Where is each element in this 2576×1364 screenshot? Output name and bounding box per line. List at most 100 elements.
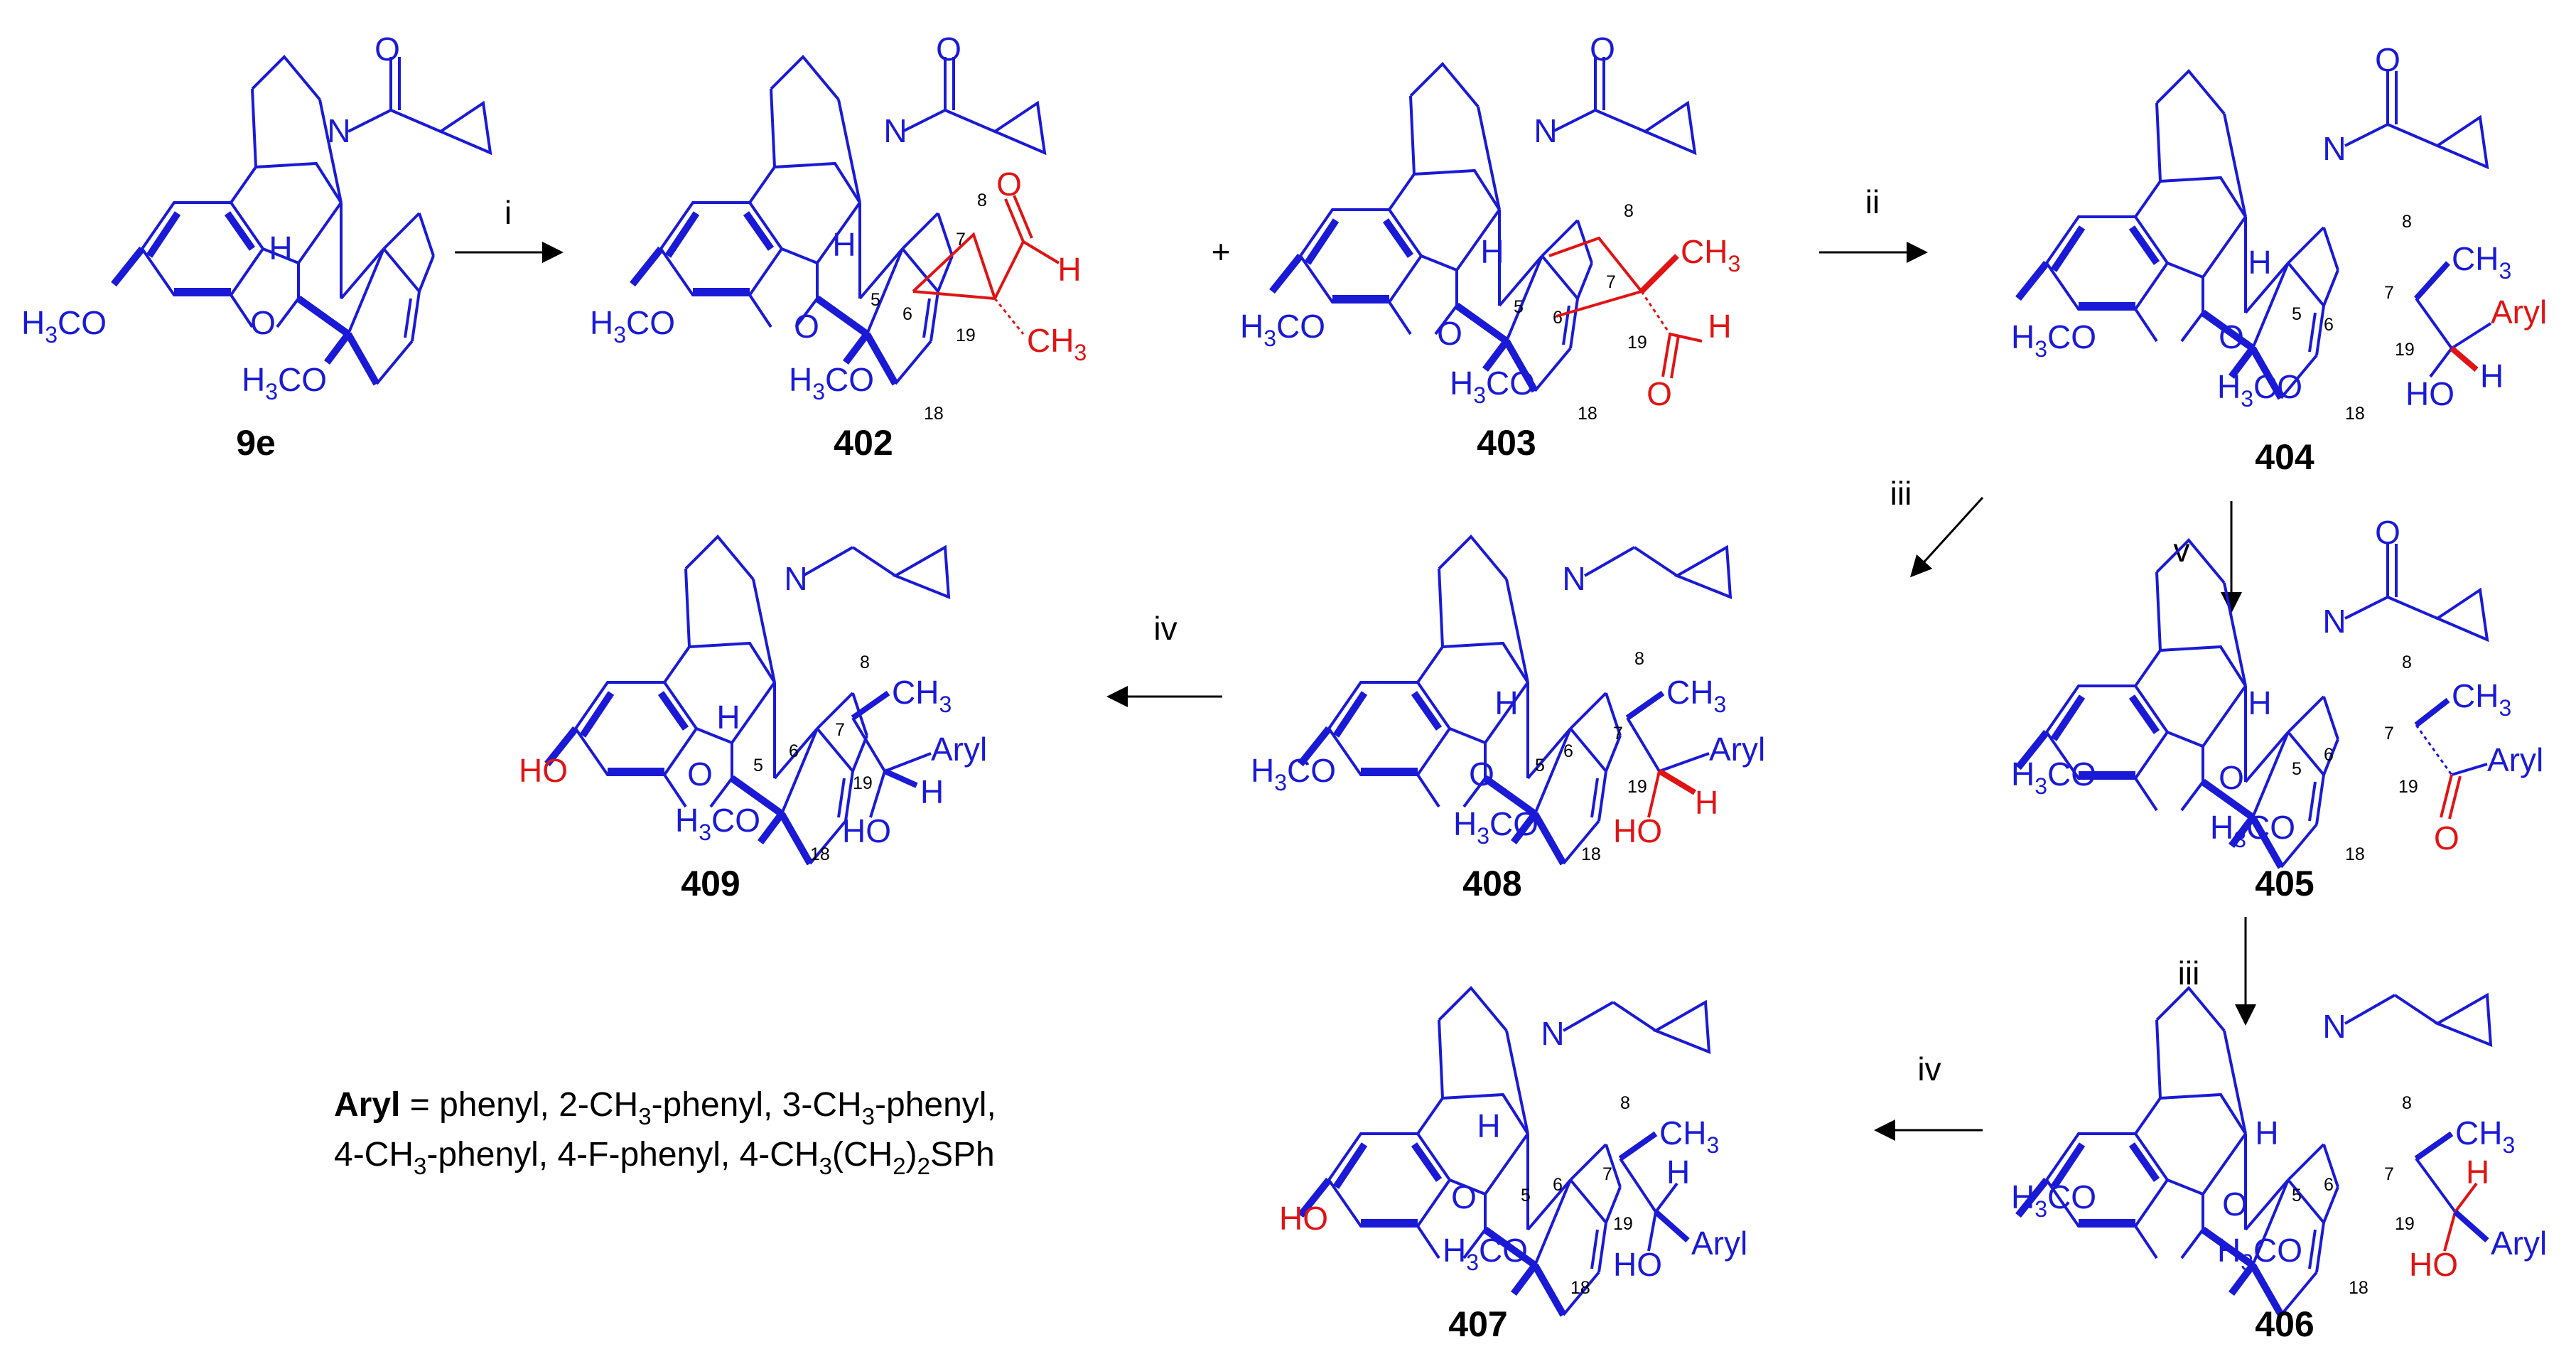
compound-label-403: 403 [1477,423,1536,463]
atom-h-406: H [2255,1115,2278,1151]
atom-n-402: N [883,112,907,149]
atom-o-bridge-405: O [2219,759,2244,796]
compound-label-409: 409 [681,864,740,903]
pos-19-406: 19 [2395,1214,2415,1234]
methoxy-3-9e: H3CO [21,304,107,348]
methoxy-6-408: H3CO [1453,805,1538,849]
arrow-step-iv-row2: iv [1106,610,1222,707]
atom-o-bridge-408: O [1469,756,1494,793]
compound-406: N H O H3CO H3CO 5 6 7 8 19 18 CH3 H HO A… [2011,988,2547,1344]
methoxy-6-409: H3CO [675,802,760,845]
methoxy-6-407: H3CO [1443,1232,1528,1275]
arrow-step-iii-diagonal: iii [1890,475,1984,578]
atom-o-bridge-402: O [794,308,819,345]
atom-h-403: H [1480,233,1504,270]
atom-o-bridge-409: O [687,756,713,793]
aryl-408: Aryl [1709,731,1765,768]
pos-8-407: 8 [1620,1093,1630,1113]
methoxy-3-402: H3CO [590,304,675,348]
compound-405: N O H O H3CO H3CO 5 6 7 8 19 18 CH3 Aryl… [2011,514,2543,903]
pos-5-409: 5 [753,756,763,775]
pos-18-408: 18 [1581,844,1601,864]
methoxy-6-405: H3CO [2210,809,2295,852]
pos-18-407: 18 [1570,1278,1590,1298]
aryl-definition-legend: Aryl = phenyl, 2-CH3-phenyl, 3-CH3-pheny… [334,1086,996,1179]
pos-8-405: 8 [2402,653,2412,672]
atom-h-409: H [716,699,740,736]
compound-404: N O H O H3CO H3CO 5 6 7 8 19 18 CH3 Aryl… [2011,41,2547,477]
compound-label-408: 408 [1462,864,1521,903]
methyl-408: CH3 [1666,674,1726,717]
methoxy-6-404: H3CO [2217,368,2302,412]
pos-19-407: 19 [1613,1214,1633,1234]
atom-h-402: H [832,226,856,263]
pos-7-405: 7 [2384,724,2394,743]
methyl-404: CH3 [2452,240,2511,284]
hydroxyl-404: HO [2405,375,2454,412]
arrow-step-ii: ii [1819,183,1928,263]
methoxy-3-403: H3CO [1240,308,1325,351]
hydroxyl-409: HO [842,812,891,849]
atom-h-407: H [1477,1107,1500,1144]
pos-8-402: 8 [977,190,987,210]
condition-iii-a: iii [1890,475,1912,512]
methoxy-6-9e: H3CO [242,361,327,404]
methyl-407: CH3 [1659,1115,1719,1158]
atom-o-bridge-404: O [2219,318,2244,355]
pos-7-407: 7 [1602,1164,1612,1184]
pos-6-406: 6 [2324,1175,2334,1195]
hydroxyl-408: HO [1613,812,1662,849]
atom-o-bridge-407: O [1451,1178,1477,1215]
pos-8-406: 8 [2402,1093,2412,1113]
compound-label-407: 407 [1448,1304,1507,1344]
compound-label-404: 404 [2255,437,2314,477]
atom-h-404: H [2248,244,2271,281]
atom-n-407: N [1541,1015,1564,1052]
atom-h-carbinol-408: H [1695,784,1718,821]
condition-ii: ii [1865,183,1880,220]
aryl-406: Aryl [2491,1225,2547,1262]
plus-sign: + [1212,233,1231,270]
methyl-403: CH3 [1681,233,1740,276]
methoxy-3-405: H3CO [2011,756,2096,799]
pos-19-405: 19 [2398,777,2418,797]
pos-6-402: 6 [902,304,912,324]
atom-h-408: H [1494,684,1518,721]
pos-18-403: 18 [1578,404,1597,424]
pos-7-408: 7 [1613,724,1623,743]
atom-o-404: O [2375,41,2400,78]
aryl-409: Aryl [931,731,987,768]
methoxy-3-404: H3CO [2011,318,2096,362]
compound-label-9e: 9e [236,423,276,463]
atom-o-405: O [2375,514,2400,551]
pos-6-404: 6 [2324,315,2334,335]
compound-403: N O H O H3CO H3CO 5 6 7 8 19 18 CH3 H O … [1240,31,1740,463]
hydroxyl-407: HO [1613,1246,1662,1283]
condition-iv-a: iv [1153,610,1177,647]
condition-i: i [505,194,512,231]
legend-line-2: 4-CH3-phenyl, 4-F-phenyl, 4-CH3(CH2)2SPh [334,1136,995,1179]
compound-409: N H O HO H3CO 5 6 7 8 19 18 CH3 Aryl HO … [519,537,987,903]
atom-n-406: N [2322,1008,2346,1045]
pos-8-408: 8 [1634,649,1644,669]
pos-8-404: 8 [2402,212,2412,232]
pos-19-409: 19 [853,773,873,793]
methoxy-6-403: H3CO [1450,365,1535,408]
atom-o-cho-403: O [1647,375,1672,412]
arrow-step-v: v [2174,501,2242,613]
methoxy-3-406: H3CO [2011,1178,2096,1222]
methoxy-6-402: H3CO [789,361,874,404]
methyl-402: CH3 [1027,322,1087,365]
atom-h-cho-403: H [1708,308,1731,345]
atom-o-bridge-403: O [1437,315,1462,352]
hydroxyl-406: HO [2409,1246,2458,1283]
compound-label-406: 406 [2255,1304,2314,1344]
atom-n-409: N [784,560,807,597]
hydroxyl-3-407: HO [1279,1200,1328,1237]
arrow-step-iv-row3: iv [1874,1051,1983,1141]
compound-408: N H O H3CO H3CO 5 6 7 8 19 18 CH3 Aryl H… [1251,537,1765,903]
atom-h-carbinol-409: H [920,773,944,810]
pos-7-406: 7 [2384,1164,2394,1184]
pos-18-406: 18 [2349,1278,2368,1298]
methyl-406: CH3 [2455,1115,2515,1158]
